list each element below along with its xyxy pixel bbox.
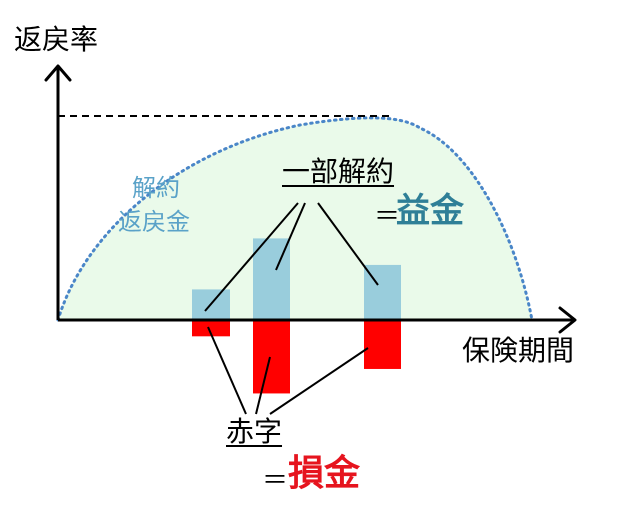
negative-bar-3 bbox=[364, 320, 401, 369]
surrender-refund-area bbox=[58, 117, 532, 320]
connector-deficit-bar3 bbox=[269, 347, 369, 415]
curve-label-line1: 解約 bbox=[132, 174, 180, 202]
connector-deficit-bar1 bbox=[207, 326, 247, 415]
connector-partial-bar3 bbox=[317, 202, 379, 286]
curve-label-line2: 返戻金 bbox=[118, 208, 190, 236]
x-axis-title: 保険期間 bbox=[462, 334, 575, 367]
loss-label: 損金 bbox=[288, 453, 361, 494]
profit-label: 益金 bbox=[396, 191, 464, 231]
connector-partial-bar1 bbox=[204, 202, 299, 312]
profit-equals-sign: ＝ bbox=[374, 202, 401, 232]
x-axis-arrowhead bbox=[558, 306, 577, 334]
negative-bar-2 bbox=[253, 320, 290, 394]
loss-equals-sign: ＝ bbox=[262, 466, 289, 496]
connector-deficit-bar2 bbox=[255, 356, 271, 415]
partial-surrender-label: 一部解約 bbox=[282, 155, 395, 188]
y-axis-title: 返戻率 bbox=[14, 23, 99, 56]
surrender-refund-curve bbox=[56, 116, 534, 322]
connector-partial-bar2 bbox=[275, 202, 306, 271]
y-axis-arrowhead bbox=[44, 64, 72, 82]
deficit-label: 赤字 bbox=[226, 415, 283, 448]
negative-bar-1 bbox=[192, 320, 230, 337]
